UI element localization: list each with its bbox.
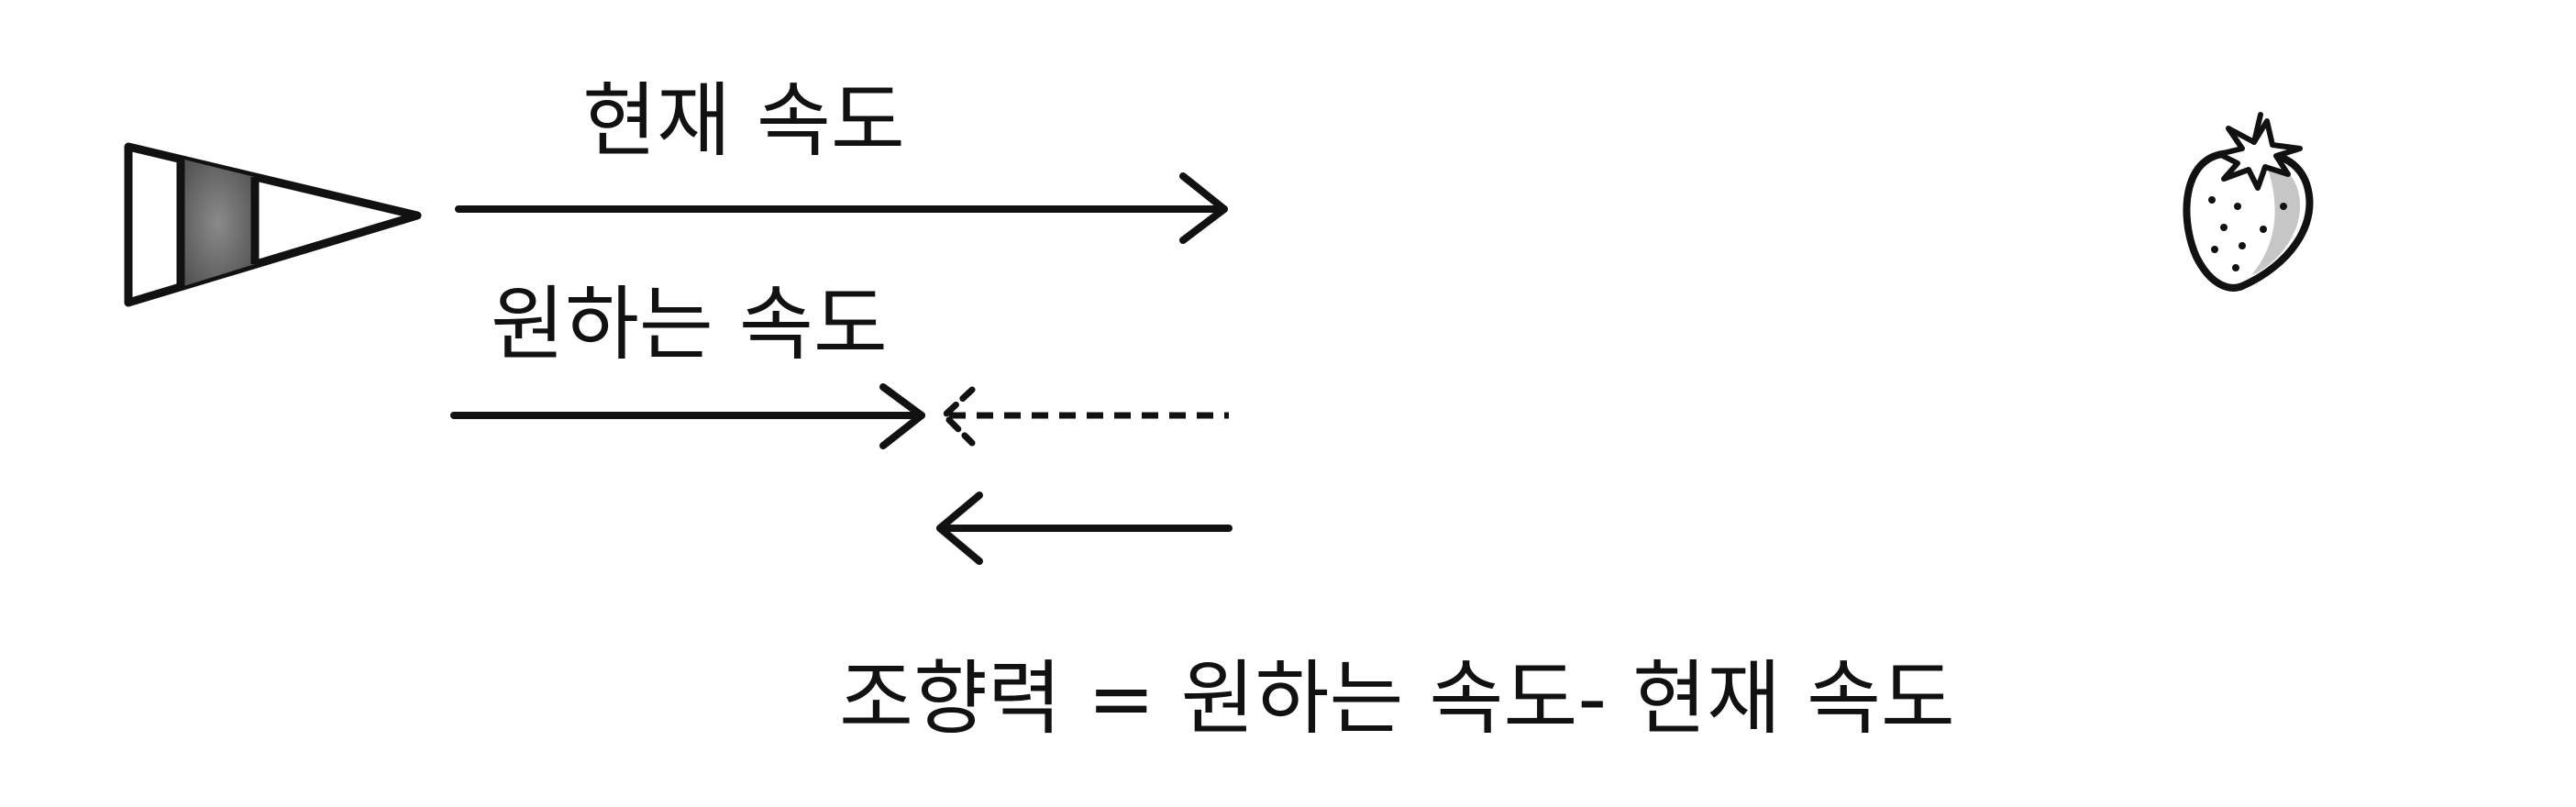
desired-velocity-arrow xyxy=(450,383,925,449)
negated-current-velocity-dashed-arrow xyxy=(941,386,1229,447)
current-velocity-arrow xyxy=(455,172,1228,244)
steering-formula-label: 조향력 = 원하는 속도- 현재 속도 xyxy=(839,651,1955,746)
desired-velocity-label: 원하는 속도 xyxy=(491,277,888,371)
strawberry-icon xyxy=(2183,112,2314,292)
current-velocity-label: 현재 속도 xyxy=(582,73,905,168)
steering-force-arrow xyxy=(936,492,1233,565)
triangle-agent-icon xyxy=(124,142,422,307)
